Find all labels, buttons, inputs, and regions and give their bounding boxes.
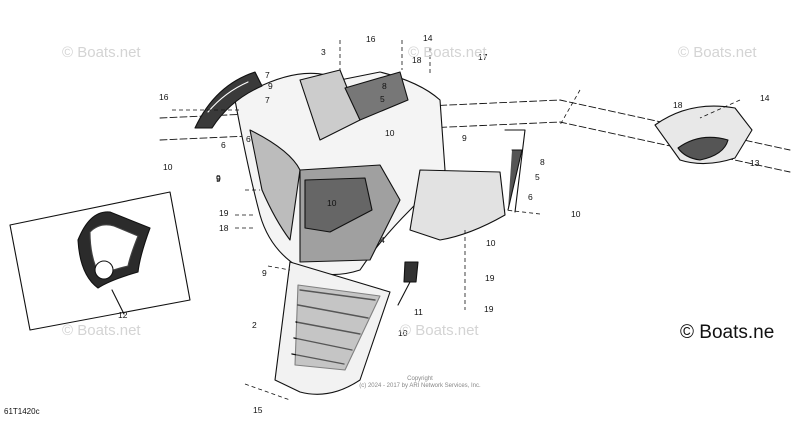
watermark-4: © Boats.net [62, 322, 141, 339]
callout-6-b: 6 [221, 140, 226, 150]
callout-labels: 16 3 14 18 17 7 9 16 8 5 6 10 6 10 9 7 1… [118, 33, 770, 415]
callout-3: 3 [321, 47, 326, 57]
clip-part [403, 261, 419, 283]
deflector-edge [207, 81, 249, 113]
callout-13: 13 [750, 158, 760, 168]
callout-17-top: 17 [478, 52, 488, 62]
callout-8-a: 8 [382, 81, 387, 91]
callout-12: 12 [118, 310, 128, 320]
callout-18-top: 18 [412, 55, 422, 65]
callout-18-right: 18 [673, 100, 683, 110]
callout-11: 11 [414, 307, 423, 317]
callout-14-top: 14 [423, 33, 433, 43]
copyright-notice: Copyright (c) 2024 - 2017 by ARI Network… [300, 376, 540, 390]
callout-19-mid: 19 [485, 273, 495, 283]
body-recess [304, 177, 373, 233]
right-bracket-fill [507, 149, 523, 211]
callout-19-left: 19 [219, 208, 229, 218]
callout-10-b: 10 [163, 162, 173, 172]
watermark-large: © Boats.ne [680, 322, 775, 343]
watermark-5: © Boats.net [400, 322, 479, 339]
callout-9-c: 9 [462, 133, 467, 143]
copyright-line-1: Copyright [407, 376, 433, 382]
callout-4: 4 [380, 235, 385, 245]
clip-wire [397, 281, 411, 306]
watermark-2: © Boats.net [408, 44, 487, 61]
callout-18-left: 18 [219, 223, 229, 233]
callout-10-a: 10 [385, 128, 395, 138]
callout-5-a: 5 [380, 94, 385, 104]
copyright-line-2: (c) 2024 - 2017 by ARI Network Services,… [359, 383, 481, 389]
top-cover-opening [677, 136, 729, 161]
callout-19-low: 19 [484, 304, 494, 314]
watermark-3: © Boats.net [678, 44, 757, 61]
callout-9-e: 9 [262, 268, 267, 278]
callout-5-b: 5 [535, 172, 540, 182]
callout-10-f: 10 [398, 328, 408, 338]
watermark-1: © Boats.net [62, 44, 141, 61]
leader-12 [111, 289, 125, 315]
callout-8-b: 8 [540, 157, 545, 167]
lamp-socket [94, 260, 114, 280]
callout-16-left: 16 [159, 92, 169, 102]
deflector-left [194, 71, 263, 129]
callout-6-a: 6 [246, 134, 251, 144]
light-cover-panel [9, 191, 191, 331]
body-shadow-left [249, 129, 301, 241]
callout-7-b: 7 [265, 95, 270, 105]
callout-6-c: 6 [528, 192, 533, 202]
callout-15: 15 [253, 405, 263, 415]
diagram-code: 61T1420c [4, 407, 40, 416]
callout-14-right: 14 [760, 93, 770, 103]
console-cover [344, 71, 409, 121]
right-bracket [504, 129, 526, 213]
callout-10-d: 10 [327, 198, 337, 208]
hardware-leaders [172, 40, 741, 401]
callout-10-e: 10 [486, 238, 496, 248]
callout-9-d: 9 [216, 173, 221, 183]
callout-16-top: 16 [366, 34, 376, 44]
callout-9-a: 9 [268, 81, 273, 91]
grille-shading [294, 284, 381, 371]
callout-10-c: 10 [571, 209, 581, 219]
callout-7-left: 7 [265, 70, 270, 80]
right-fender [409, 169, 506, 241]
callout-2: 2 [252, 320, 257, 330]
callout-9-b: 9 [216, 174, 221, 184]
